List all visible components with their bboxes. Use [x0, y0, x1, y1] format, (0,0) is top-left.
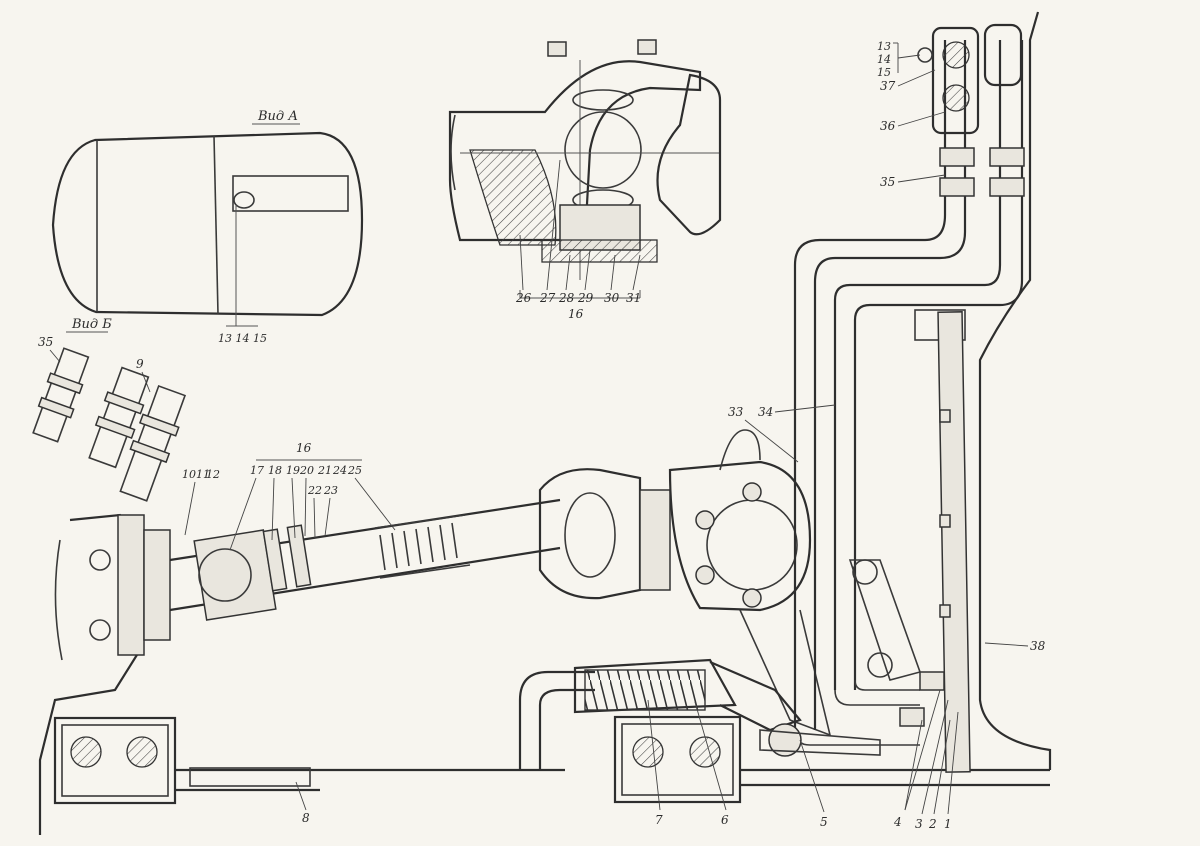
callout-25: 25 [347, 464, 362, 477]
callout-1: 1 [944, 817, 952, 831]
view-b-label-9: 9 [136, 357, 144, 371]
detail-label-26: 26 [515, 291, 532, 305]
callout-5: 5 [820, 815, 828, 829]
frame-member-center [613, 715, 742, 804]
callout-17: 17 [250, 464, 264, 477]
view-b-title: Вид Б [71, 317, 112, 332]
callout-3: 3 [915, 817, 923, 831]
detail-label-31: 31 [626, 291, 641, 305]
spring-support [518, 559, 922, 770]
callout-19: 19 [286, 464, 300, 477]
view-b-label-35: 35 [38, 335, 53, 349]
callout-6: 6 [721, 813, 729, 827]
callout-36: 36 [880, 119, 896, 133]
callout-18: 18 [268, 464, 282, 477]
callout-24: 24 [332, 464, 347, 477]
valve-assembly [917, 23, 1023, 135]
callout-16: 16 [296, 441, 312, 455]
cross-hub [564, 111, 642, 189]
callout-22: 22 [307, 484, 322, 497]
shaft-bellows [374, 514, 471, 579]
callout-23: 23 [323, 484, 338, 497]
callout-33: 33 [728, 405, 744, 419]
callouts: 26 27 28 29 30 31 16 17 18 19 20 21 24 2… [182, 40, 1046, 831]
angle-gearbox [668, 429, 832, 737]
drive-shaft [169, 468, 671, 621]
view-a-sublabel: 13 14 15 [218, 332, 267, 345]
tank-fitting [232, 175, 349, 212]
callout-8: 8 [302, 811, 310, 825]
callout-10: 10 [182, 468, 196, 481]
callout-15: 15 [877, 66, 891, 79]
detail-label-28: 28 [558, 291, 575, 305]
detail-group-label: 16 [568, 307, 584, 321]
bulkhead [914, 11, 1052, 773]
callout-13: 13 [877, 40, 891, 53]
detail-label-27: 27 [539, 291, 556, 305]
callout-7: 7 [655, 813, 663, 827]
callout-38: 38 [1030, 639, 1046, 653]
frame-member-left [53, 716, 177, 805]
callout-11: 11 [196, 468, 210, 481]
tank-outline [51, 131, 364, 317]
section-detail: 16 [448, 39, 722, 321]
callout-14: 14 [877, 53, 891, 66]
callout-34: 34 [758, 405, 773, 419]
view-b-group: Вид Б 35 9 [32, 317, 187, 502]
callout-21: 21 [317, 464, 332, 477]
callout-4: 4 [893, 815, 902, 829]
pipes [793, 40, 1025, 746]
detail-label-30: 30 [604, 291, 620, 305]
callout-37: 37 [880, 79, 896, 93]
callout-35: 35 [880, 175, 895, 189]
view-a-group: Вид А 13 14 15 [51, 109, 364, 345]
callout-2: 2 [928, 817, 937, 831]
callout-20: 20 [299, 464, 314, 477]
callout-12: 12 [206, 468, 220, 481]
view-a-title: Вид А [257, 109, 298, 124]
left-gearbox [38, 513, 171, 835]
detail-label-29: 29 [577, 291, 594, 305]
